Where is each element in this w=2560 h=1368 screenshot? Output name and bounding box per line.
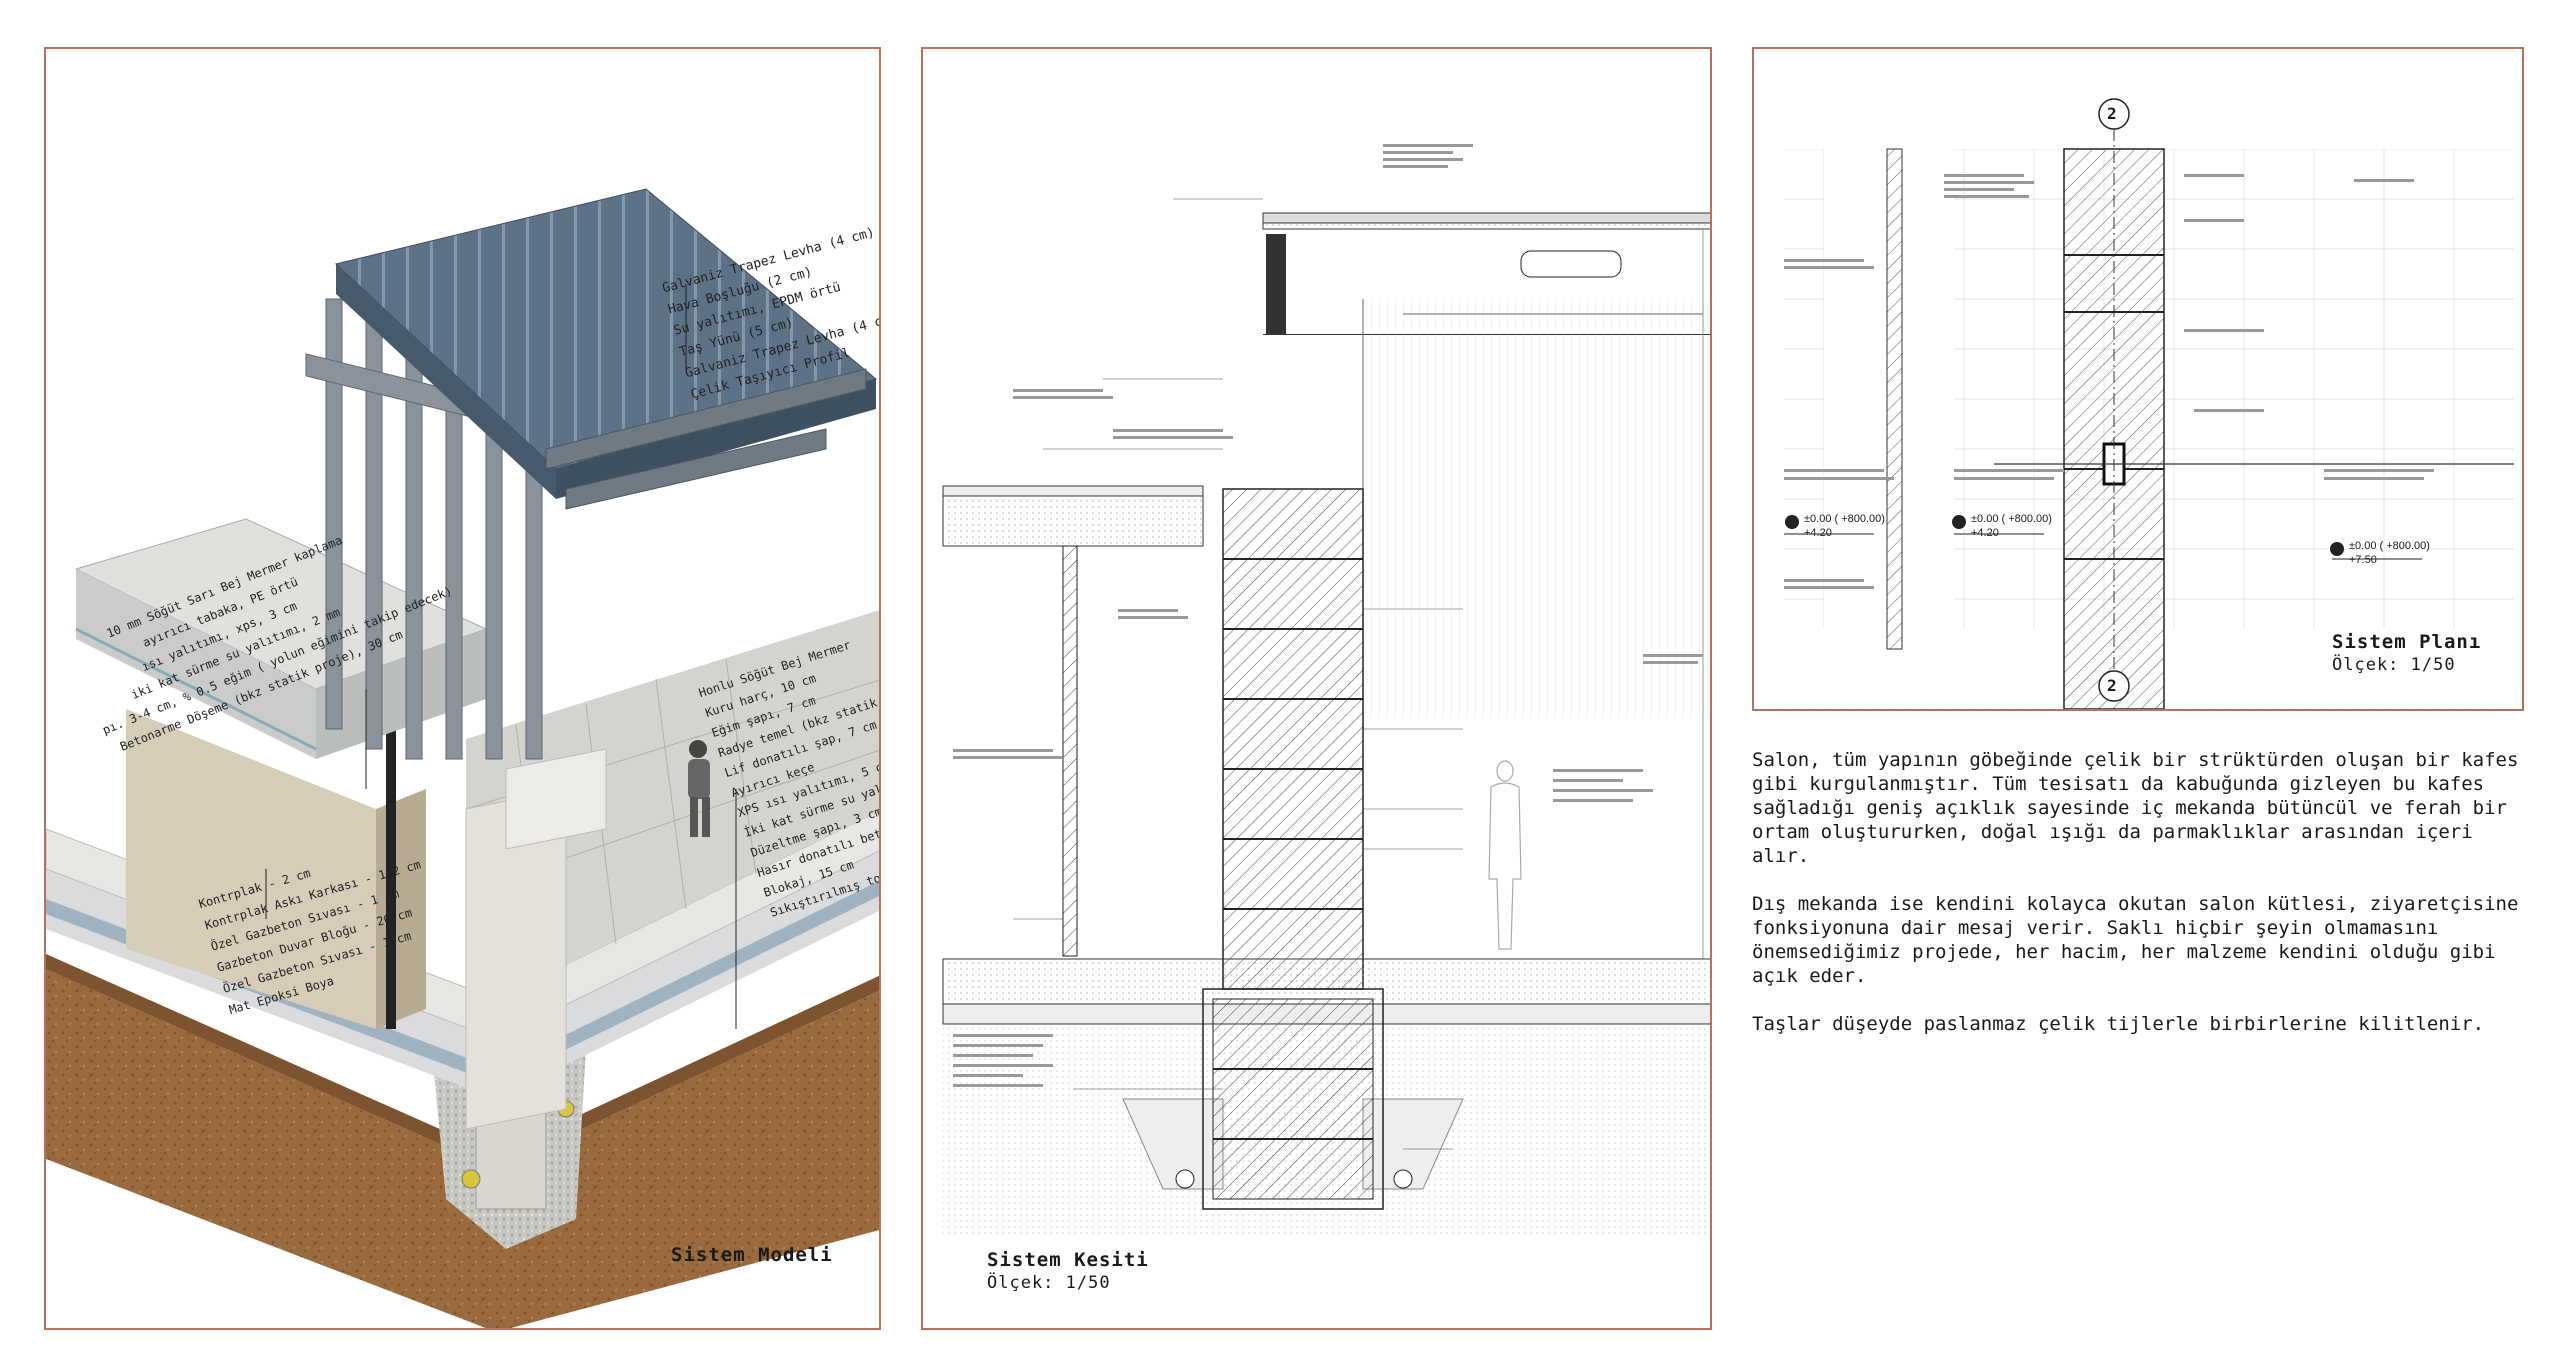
axonometric-model-drawing xyxy=(46,188,879,1328)
person-figure xyxy=(688,740,710,837)
system-section-panel: Sistem Kesiti Ölçek: 1/50 xyxy=(921,47,1712,1330)
person-silhouette xyxy=(1488,760,1522,950)
level-main: ±0.00 ( +800.00) xyxy=(1804,513,1885,525)
project-description: Salon, tüm yapının göbeğinde çelik bir s… xyxy=(1752,748,2532,1060)
stone-wall-column xyxy=(1222,488,1364,990)
axis-bubble-bottom xyxy=(2098,670,2130,702)
axis-label-bottom: 2 xyxy=(2107,676,2117,695)
gazbeton-wall xyxy=(126,709,376,1029)
description-paragraph: Salon, tüm yapının göbeğinde çelik bir s… xyxy=(1752,749,2519,867)
description-paragraph: Dış mekanda ise kendini kolayca okutan s… xyxy=(1752,893,2519,987)
level-sub: +4.20 xyxy=(1804,527,1832,539)
soil-block xyxy=(46,969,879,1328)
drain-pipe-left xyxy=(461,1169,481,1189)
level-marker: ±0.00 ( +800.00) +7.50 xyxy=(2349,539,2430,567)
section-scale: Ölçek: 1/50 xyxy=(987,1273,1111,1293)
section-title: Sistem Kesiti xyxy=(987,1249,1149,1271)
plan-title: Sistem Planı xyxy=(2332,631,2482,653)
level-sub: +7.50 xyxy=(2349,554,2377,566)
upper-slab-section xyxy=(942,495,1204,547)
plan-scale: Ölçek: 1/50 xyxy=(2332,655,2456,675)
system-plan-panel: 2 2 ±0.00 ( +800.00) +4.20 ±0.00 ( +800.… xyxy=(1752,47,2524,711)
system-model-panel: Galvaniz Trapez Levha (4 cm) Hava Boşluğ… xyxy=(44,47,881,1330)
plan-drawing xyxy=(1784,98,2514,709)
level-marker: ±0.00 ( +800.00) +4.20 xyxy=(1804,512,1885,540)
floor-section xyxy=(942,958,1710,1005)
section-drawing xyxy=(942,144,1710,1234)
level-main: ±0.00 ( +800.00) xyxy=(2349,540,2430,552)
level-marker: ±0.00 ( +800.00) +4.20 xyxy=(1971,512,2052,540)
foundation-section xyxy=(1122,988,1464,1210)
light-fixture xyxy=(1520,250,1622,278)
axis-label-top: 2 xyxy=(2107,104,2117,123)
level-sub: +4.20 xyxy=(1971,527,1999,539)
steel-beam xyxy=(1266,234,1286,334)
level-main: ±0.00 ( +800.00) xyxy=(1971,513,2052,525)
description-paragraph: Taşlar düşeyde paslanmaz çelik tijlerle … xyxy=(1752,1013,2485,1035)
glazing-strip xyxy=(386,729,396,1029)
axis-bubble-top xyxy=(2098,98,2130,130)
model-title: Sistem Modeli xyxy=(671,1244,833,1266)
